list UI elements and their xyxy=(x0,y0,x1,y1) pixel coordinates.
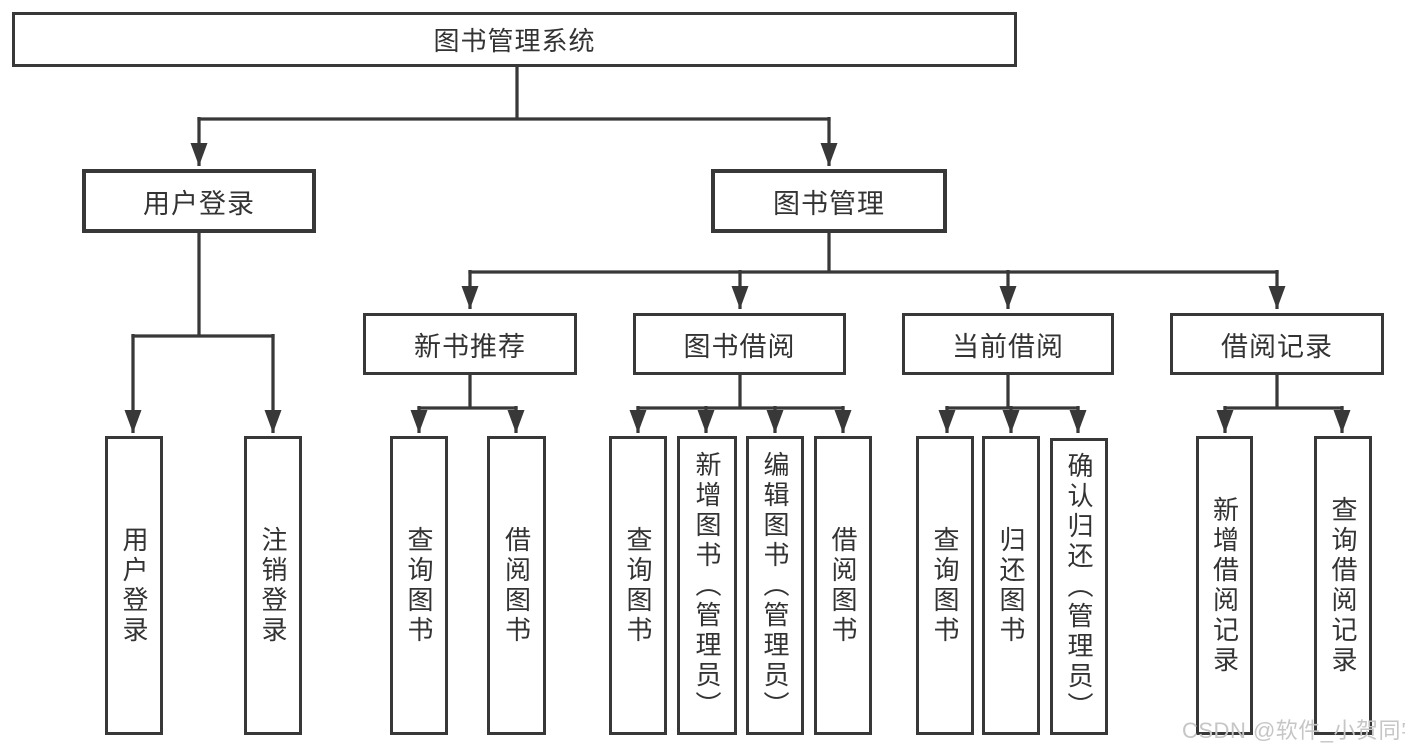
node-label: 借阅记录 xyxy=(1221,331,1333,362)
node-label: 当前借阅 xyxy=(952,331,1064,362)
leaf-label: 归还图书 xyxy=(996,525,1026,646)
leaf-borrow-books: 借阅图书 xyxy=(814,436,872,735)
leaf-confirm-return-admin: 确认归还（管理员） xyxy=(1050,438,1108,735)
leaf-label: 查询图书 xyxy=(404,525,434,646)
leaf-label: 查询图书 xyxy=(623,525,653,646)
node-label: 用户登录 xyxy=(143,188,255,219)
leaf-add-books-admin: 新增图书（管理员） xyxy=(677,436,737,735)
node-new-book-recommendation: 新书推荐 xyxy=(363,313,577,375)
node-borrowing-records: 借阅记录 xyxy=(1170,313,1384,375)
node-label: 图书管理系统 xyxy=(433,26,596,56)
leaf-label: 新增借阅记录 xyxy=(1209,495,1240,676)
leaf-label: 注销登录 xyxy=(258,525,288,646)
node-label: 图书借阅 xyxy=(683,331,796,362)
leaf-add-borrowing-record: 新增借阅记录 xyxy=(1196,436,1253,735)
node-user-login-branch: 用户登录 xyxy=(82,169,316,233)
leaf-label: 用户登录 xyxy=(119,525,149,646)
node-book-borrowing: 图书借阅 xyxy=(633,313,846,375)
leaf-label: 借阅图书 xyxy=(828,525,858,646)
leaf-borrow-books-recommend: 借阅图书 xyxy=(487,436,546,735)
leaf-query-books-current: 查询图书 xyxy=(916,436,974,735)
leaf-return-books: 归还图书 xyxy=(982,436,1040,735)
node-label: 图书管理 xyxy=(773,188,885,219)
leaf-query-books-recommend: 查询图书 xyxy=(390,436,448,735)
leaf-label: 确认归还（管理员） xyxy=(1064,451,1094,722)
leaf-query-books-borrowing: 查询图书 xyxy=(609,436,667,735)
node-book-management-branch: 图书管理 xyxy=(711,169,947,233)
leaf-user-login: 用户登录 xyxy=(105,436,163,735)
leaf-label: 借阅图书 xyxy=(501,525,532,646)
node-library-management-system: 图书管理系统 xyxy=(12,12,1017,67)
leaf-label: 编辑图书（管理员） xyxy=(760,450,790,721)
leaf-edit-books-admin: 编辑图书（管理员） xyxy=(746,436,804,735)
leaf-label: 查询图书 xyxy=(930,525,960,646)
leaf-logout: 注销登录 xyxy=(244,436,302,735)
node-current-borrowing: 当前借阅 xyxy=(902,313,1114,375)
csdn-watermark: CSDN @软件_小贺同学 xyxy=(1182,718,1405,743)
leaf-query-borrowing-record: 查询借阅记录 xyxy=(1314,436,1372,735)
leaf-label: 新增图书（管理员） xyxy=(692,450,722,721)
leaf-label: 查询借阅记录 xyxy=(1328,495,1358,676)
node-label: 新书推荐 xyxy=(414,331,526,362)
